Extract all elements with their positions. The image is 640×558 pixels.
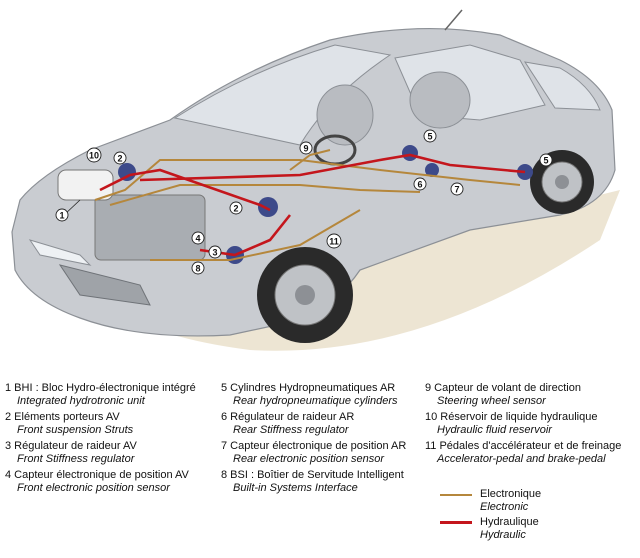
front-seat xyxy=(316,84,374,146)
legend-en: Accelerator-pedal and brake-pedal xyxy=(437,453,606,465)
callout-8: 8 xyxy=(191,261,205,275)
callout-2-front: 2 xyxy=(113,151,127,165)
legend-fr: 10 Réservoir de liquide hydraulique xyxy=(425,411,598,423)
key-electronic-fr: Electronique xyxy=(480,488,542,500)
rear-stiffness-sphere xyxy=(425,163,439,177)
legend-en: Front suspension Struts xyxy=(17,424,134,436)
legend-en: Hydraulic fluid reservoir xyxy=(437,424,552,436)
callout-9: 9 xyxy=(299,141,313,155)
legend-fr: 4 Capteur électronique de position AV xyxy=(5,469,189,481)
legend-en: Rear electronic position sensor xyxy=(233,453,385,465)
callout-3: 3 xyxy=(208,245,222,259)
key-hydraulic-fr: Hydraulique xyxy=(480,516,539,528)
callout-4: 4 xyxy=(191,231,205,245)
legend-fr: 5 Cylindres Hydropneumatiques AR xyxy=(221,382,396,394)
car-suspension-illustration: 1 2 2 3 4 5 5 6 7 8 9 10 11 xyxy=(11,9,620,351)
legend-fr: 11 Pédales d'accélérateur et de freinage xyxy=(425,440,622,452)
svg-text:5: 5 xyxy=(427,132,432,142)
callout-5-left: 5 xyxy=(423,129,437,143)
key-electronic-en: Electronic xyxy=(480,501,529,513)
front-headlight xyxy=(28,239,92,266)
rear-seat xyxy=(409,71,471,129)
callout-10: 10 xyxy=(86,147,102,163)
legend-en: Front Stiffness regulator xyxy=(17,453,135,465)
svg-text:2: 2 xyxy=(233,204,238,214)
electronic-line-swatch xyxy=(440,494,472,496)
front-wheel xyxy=(257,247,353,343)
legend-en: Front electronic position sensor xyxy=(17,482,170,494)
electronic-wiring xyxy=(94,149,521,261)
legend-fr: 2 Eléments porteurs AV xyxy=(5,411,120,423)
rear-window xyxy=(523,61,601,111)
callout-5-right: 5 xyxy=(539,153,553,167)
callout-2-right: 2 xyxy=(229,201,243,215)
legend-en: Steering wheel sensor xyxy=(437,395,546,407)
legend-fr: 7 Capteur électronique de position AR xyxy=(221,440,407,452)
callout-6: 6 xyxy=(413,177,427,191)
callout-1: 1 xyxy=(55,199,81,222)
svg-text:11: 11 xyxy=(329,237,339,247)
front-sphere-right xyxy=(258,197,278,217)
rear-sphere-left xyxy=(402,145,418,161)
svg-text:3: 3 xyxy=(212,248,217,258)
svg-text:2: 2 xyxy=(117,154,122,164)
legend-en: Rear hydropneumatique cylinders xyxy=(233,395,398,407)
legend-fr: 8 BSI : Boîtier de Servitude Intelligent xyxy=(221,469,404,481)
front-sphere-left xyxy=(118,163,136,181)
antenna xyxy=(444,9,463,31)
svg-text:9: 9 xyxy=(303,144,308,154)
legend-fr: 9 Capteur de volant de direction xyxy=(425,382,581,394)
callout-11: 11 xyxy=(326,233,342,249)
svg-text:10: 10 xyxy=(89,151,99,161)
key-hydraulic-en: Hydraulic xyxy=(480,529,526,541)
legend-fr: 3 Régulateur de raideur AV xyxy=(5,440,137,452)
legend-fr: 1 BHI : Bloc Hydro-électronique intégré xyxy=(5,382,196,394)
legend-en: Rear Stiffness regulator xyxy=(233,424,349,436)
legend-en: Integrated hydrotronic unit xyxy=(17,395,145,407)
legend-item: 8 BSI : Boîtier de Servitude Intelligent… xyxy=(221,469,406,495)
svg-text:5: 5 xyxy=(543,156,548,166)
hydraulic-line-swatch xyxy=(440,521,472,524)
legend-item: 11 Pédales d'accélérateur et de freinage… xyxy=(425,440,621,466)
front-grille xyxy=(58,264,151,306)
svg-text:4: 4 xyxy=(195,234,200,244)
hydrotronic-unit xyxy=(57,169,114,201)
svg-text:7: 7 xyxy=(454,185,459,195)
svg-text:6: 6 xyxy=(417,180,422,190)
svg-text:1: 1 xyxy=(59,211,64,221)
callout-7: 7 xyxy=(450,182,464,196)
legend-en: Built-in Systems Interface xyxy=(233,482,358,494)
svg-text:8: 8 xyxy=(195,264,200,274)
legend-fr: 6 Régulateur de raideur AR xyxy=(221,411,355,423)
